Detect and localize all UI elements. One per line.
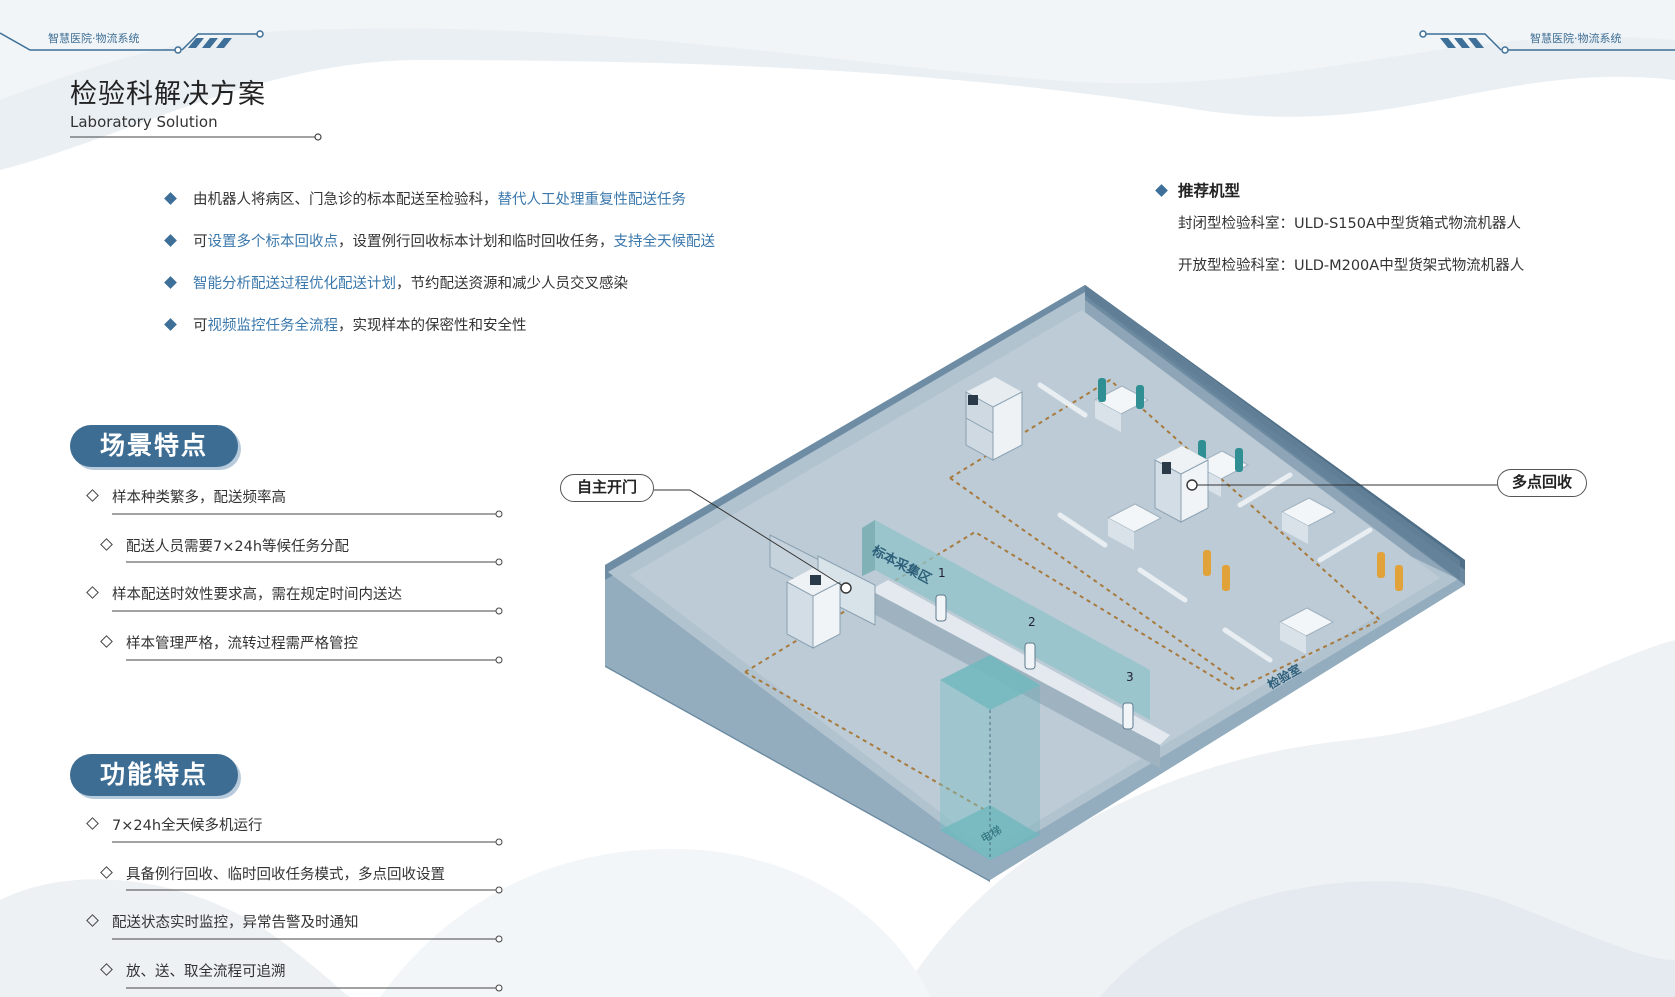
- window-number: 2: [1028, 615, 1036, 629]
- robot-box-2: [786, 568, 841, 649]
- callout-auto-door: 自主开门: [560, 474, 654, 502]
- highlight-text: 设置多个标本回收点: [207, 234, 339, 250]
- plain-text: ，实现样本的保密性和安全性: [338, 318, 527, 334]
- page-title: 检验科解决方案: [70, 79, 266, 110]
- recommend-line: 封闭型检验科室：ULD-S150A中型货箱式物流机器人: [1178, 216, 1521, 232]
- plain-text: 可: [193, 318, 208, 334]
- intro-bullet-text: 智能分析配送过程优化配送计划，节约配送资源和减少人员交叉感染: [193, 272, 628, 293]
- corner-decoration-right: [1419, 30, 1675, 54]
- lab-illustration: [605, 285, 1497, 882]
- robot-box-1: [1154, 446, 1209, 523]
- robot-shelf: [965, 377, 1023, 461]
- recommend-line: 开放型检验科室：ULD-M200A中型货架式物流机器人: [1178, 258, 1525, 274]
- intro-bullet-text: 由机器人将病区、门急诊的标本配送至检验科，替代人工处理重复性配送任务: [193, 188, 686, 209]
- page-subtitle: Laboratory Solution: [70, 113, 218, 131]
- plain-text: 可: [193, 234, 208, 250]
- callout-multi-point-recovery: 多点回收: [1497, 469, 1587, 497]
- function-section-title: 功能特点: [70, 754, 238, 796]
- corner-label-left: 智慧医院·物流系统: [48, 32, 140, 45]
- highlight-text: 智能分析配送过程优化配送计划: [193, 276, 396, 292]
- corner-label-right: 智慧医院·物流系统: [1530, 32, 1622, 45]
- plain-text: 由机器人将病区、门急诊的标本配送至检验科，: [193, 192, 498, 208]
- window-number: 3: [1126, 670, 1134, 684]
- plain-text: ，设置例行回收标本计划和临时回收任务，: [338, 234, 614, 250]
- highlight-text: 替代人工处理重复性配送任务: [497, 192, 687, 208]
- highlight-text: 视频监控任务全流程: [207, 318, 339, 334]
- highlight-text: 支持全天候配送: [613, 234, 716, 250]
- plain-text: ，节约配送资源和减少人员交叉感染: [396, 276, 628, 292]
- scene-section-title: 场景特点: [70, 425, 238, 467]
- intro-bullet-text: 可视频监控任务全流程，实现样本的保密性和安全性: [193, 314, 527, 335]
- window-number: 1: [938, 566, 946, 580]
- corner-decoration-left: [0, 30, 264, 54]
- intro-bullet-text: 可设置多个标本回收点，设置例行回收标本计划和临时回收任务，支持全天候配送: [193, 230, 715, 251]
- recommend-title: 推荐机型: [1178, 182, 1241, 200]
